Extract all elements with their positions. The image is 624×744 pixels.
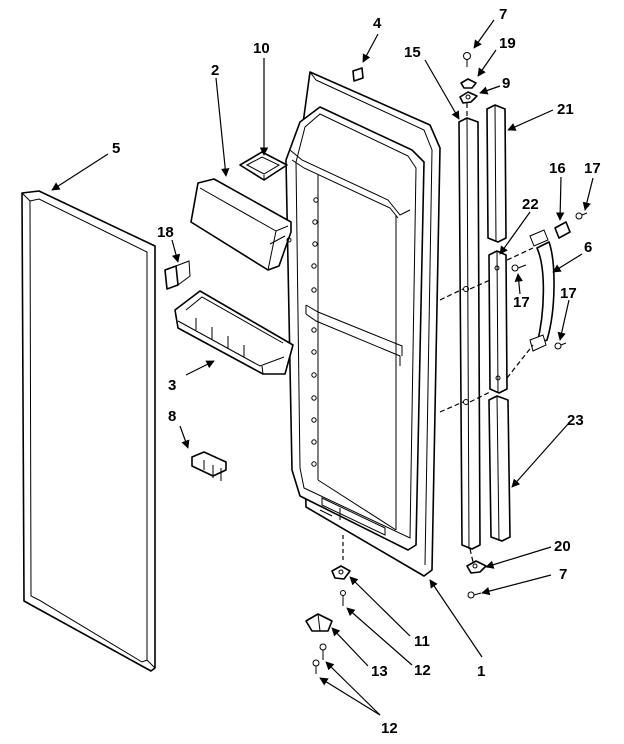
lower-hinge-parts [305, 535, 351, 674]
door-assembly [285, 71, 441, 577]
callout-7-top: 7 [499, 6, 507, 23]
callout-13: 13 [371, 663, 388, 680]
callout-3: 3 [168, 377, 176, 394]
callout-labels: 1 2 3 4 5 6 7 7 8 9 10 11 12 12 13 15 16… [112, 6, 601, 737]
bin-clip-part-18 [164, 260, 191, 290]
callout-22: 22 [522, 196, 539, 213]
callout-10: 10 [253, 40, 270, 57]
liner-mount-holes [311, 197, 319, 467]
dairy-compartment-part-2 [190, 178, 292, 271]
callout-23: 23 [567, 412, 584, 429]
retainer-clip-part-8 [191, 451, 227, 481]
screw-part-17 [511, 212, 588, 350]
callout-16: 16 [549, 160, 566, 177]
hinge-hardware-bottom [466, 560, 487, 599]
callout-2: 2 [211, 62, 219, 79]
callout-17-middle: 17 [513, 294, 530, 311]
callout-19: 19 [499, 35, 516, 52]
callout-20: 20 [554, 538, 571, 555]
trim-strip-part-15 [458, 117, 481, 550]
callout-6: 6 [584, 239, 592, 256]
callout-12-lower: 12 [381, 720, 398, 737]
callout-11: 11 [414, 633, 430, 650]
callout-5: 5 [112, 140, 120, 157]
callout-18: 18 [157, 224, 174, 241]
callout-7-bottom: 7 [559, 566, 567, 583]
leader-lines [51, 19, 594, 716]
callout-17-top: 17 [584, 160, 601, 177]
callout-9: 9 [502, 75, 510, 92]
callout-17-right: 17 [560, 285, 577, 302]
door-handle-part-6 [529, 229, 555, 352]
handle-cap-part-16 [554, 221, 571, 239]
handle-mount-plate-part-22 [488, 250, 508, 394]
door-gasket [21, 190, 156, 672]
trim-strip-part-21 [486, 104, 507, 243]
trim-strip-part-23 [488, 395, 511, 542]
callout-4: 4 [373, 15, 382, 32]
hinge-hardware-top [459, 52, 478, 104]
callout-12-upper: 12 [414, 662, 431, 679]
callout-21: 21 [557, 101, 574, 118]
callout-15: 15 [404, 44, 421, 61]
door-bin-part-3 [174, 290, 294, 375]
callout-8: 8 [168, 408, 176, 425]
assembly-guide-lines [439, 103, 534, 563]
callout-1: 1 [477, 663, 485, 680]
small-bin-part-10 [239, 151, 288, 181]
clip-part-4 [352, 67, 364, 82]
